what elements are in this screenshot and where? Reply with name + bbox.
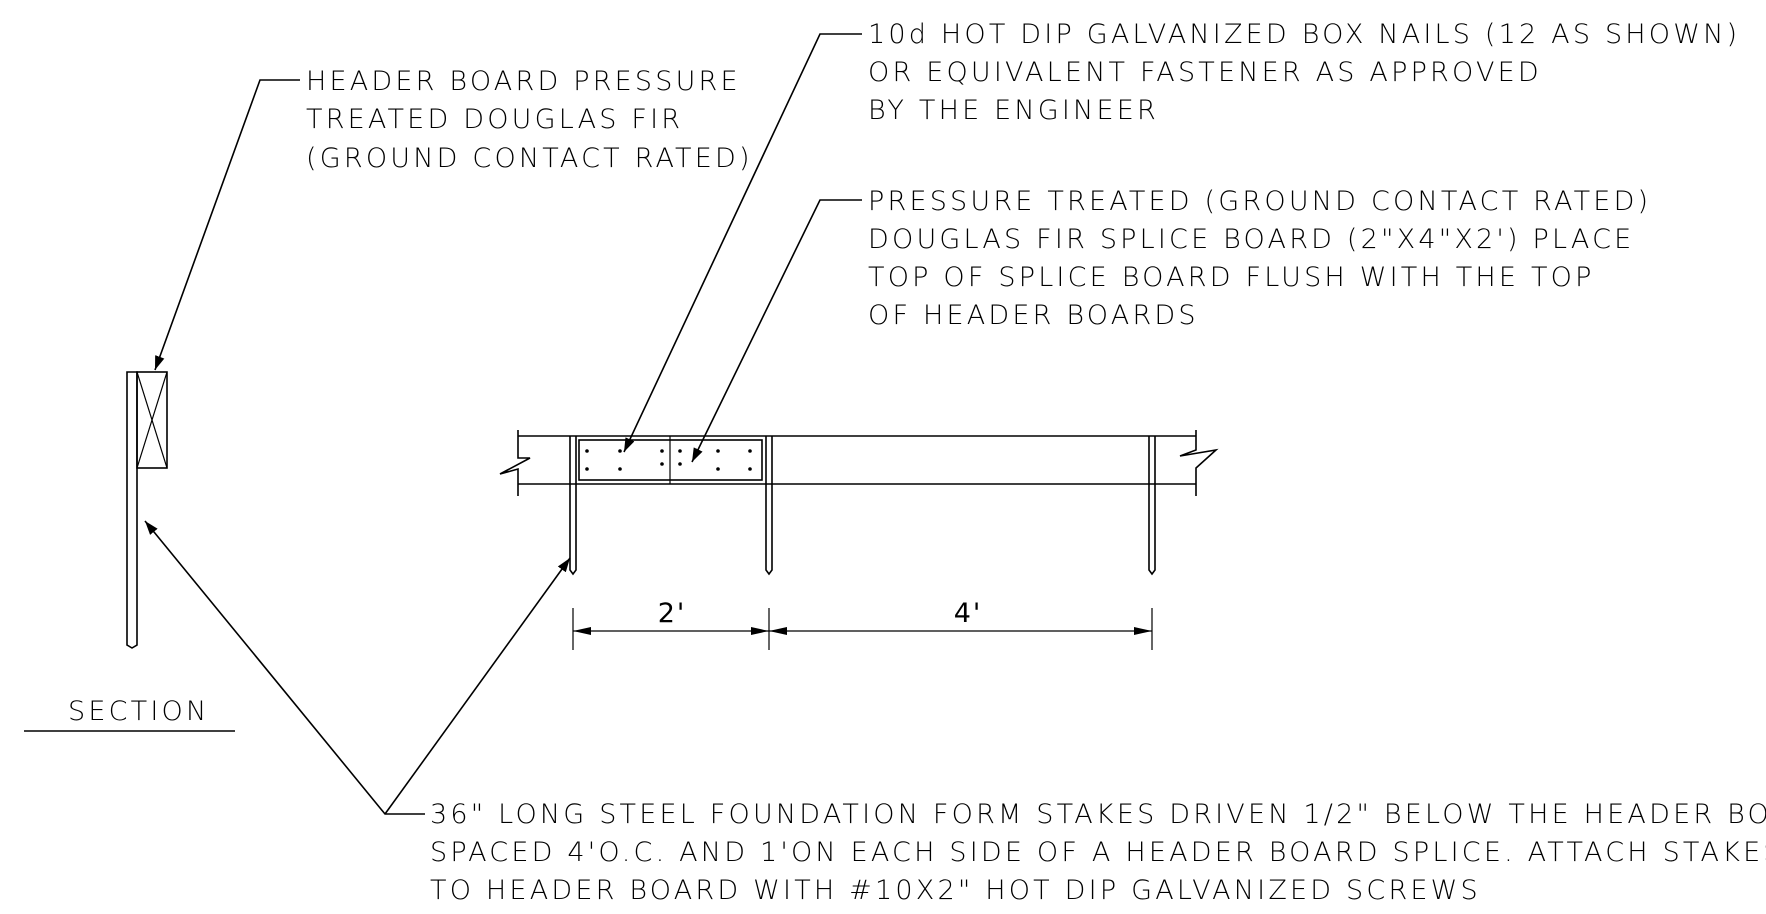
svg-text:OR EQUIVALENT FASTENER AS APPR: OR EQUIVALENT FASTENER AS APPROVED [868,57,1542,88]
svg-text:PRESSURE TREATED (GROUND CONTA: PRESSURE TREATED (GROUND CONTACT RATED) [868,186,1651,217]
svg-text:TO HEADER BOARD WITH #10X2" HO: TO HEADER BOARD WITH #10X2" HOT DIP GALV… [430,875,1481,906]
leader-stakes-elevation [384,557,571,815]
section-stake [126,371,138,649]
svg-text:(GROUND CONTACT RATED): (GROUND CONTACT RATED) [306,143,753,174]
section-header-board [136,371,168,469]
leader-splice-board [691,199,862,463]
nail-dot [585,449,589,453]
section-label: SECTION [68,696,209,727]
svg-text:DOUGLAS FIR SPLICE BOARD (2"X4: DOUGLAS FIR SPLICE BOARD (2"X4"X2') PLAC… [868,224,1634,255]
nail-dot [748,467,752,471]
note-header-board: HEADER BOARD PRESSURE TREATED DOUGLAS FI… [306,66,753,174]
dimension-lines: 2' 4' [572,598,1153,650]
svg-text:HEADER BOARD PRESSURE: HEADER BOARD PRESSURE [306,66,741,97]
svg-text:TREATED DOUGLAS FIR: TREATED DOUGLAS FIR [306,104,683,135]
dimension-splice-spacing: 2' [658,598,687,629]
nail-dot [748,449,752,453]
note-nails: 10d HOT DIP GALVANIZED BOX NAILS (12 AS … [868,19,1740,126]
leader-header-board [154,79,300,371]
break-line-left [499,430,531,496]
dimension-stake-spacing: 4' [954,598,983,629]
nail-dot [678,462,682,466]
nail-pattern [585,449,752,471]
nail-dot [585,467,589,471]
nail-dot [618,449,622,453]
svg-text:36" LONG STEEL FOUNDATION FORM: 36" LONG STEEL FOUNDATION FORM STAKES DR… [430,799,1766,830]
nail-dot [618,467,622,471]
break-line-right [1179,430,1219,496]
nail-dot [716,467,720,471]
nail-dot [716,449,720,453]
nail-dot [660,462,664,466]
note-splice-board: PRESSURE TREATED (GROUND CONTACT RATED) … [868,186,1651,331]
leader-nails [623,33,862,453]
nail-dot [678,449,682,453]
note-stakes: 36" LONG STEEL FOUNDATION FORM STAKES DR… [430,799,1766,906]
elevation-view: 2' 4' [499,430,1219,650]
svg-text:SPACED 4'O.C. AND 1'ON EACH SI: SPACED 4'O.C. AND 1'ON EACH SIDE OF A HE… [430,837,1766,868]
section-view: SECTION [24,371,235,732]
svg-text:BY THE ENGINEER: BY THE ENGINEER [868,95,1159,126]
svg-text:TOP OF SPLICE BOARD FLUSH WITH: TOP OF SPLICE BOARD FLUSH WITH THE TOP [868,262,1595,293]
stake-left [569,436,577,576]
leader-lines [144,33,862,815]
leader-stakes-section [144,520,425,815]
stake-splice [765,436,773,576]
nail-dot [660,449,664,453]
svg-text:10d HOT DIP GALVANIZED BOX NAI: 10d HOT DIP GALVANIZED BOX NAILS (12 AS … [868,19,1740,50]
svg-text:OF HEADER BOARDS: OF HEADER BOARDS [868,300,1199,331]
stake-right [1148,436,1156,576]
